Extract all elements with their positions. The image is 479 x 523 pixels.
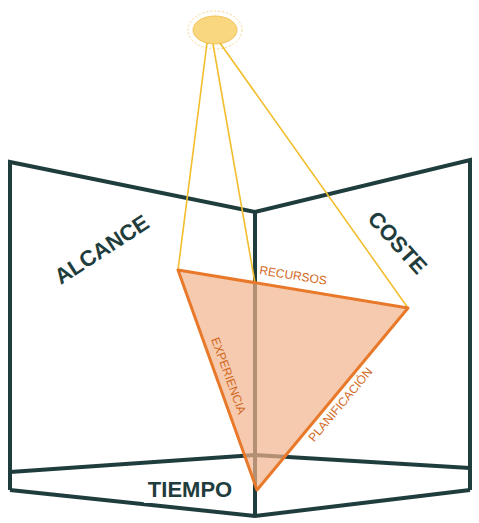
light-source [193, 16, 237, 44]
light-ray [178, 43, 207, 270]
floor-front-edge [10, 490, 470, 516]
light-ray [213, 44, 255, 283]
plane-label: ALCANCE [50, 211, 153, 290]
wall-outline [10, 160, 470, 490]
light-halo [188, 11, 242, 49]
plane-label: COSTE [363, 207, 432, 280]
projected-triangle [178, 270, 408, 490]
floor-back-edge [10, 455, 470, 472]
light-rays [178, 43, 408, 308]
light-ray [220, 43, 408, 308]
plane-label: TIEMPO [144, 477, 236, 503]
folded-planes [10, 160, 470, 516]
